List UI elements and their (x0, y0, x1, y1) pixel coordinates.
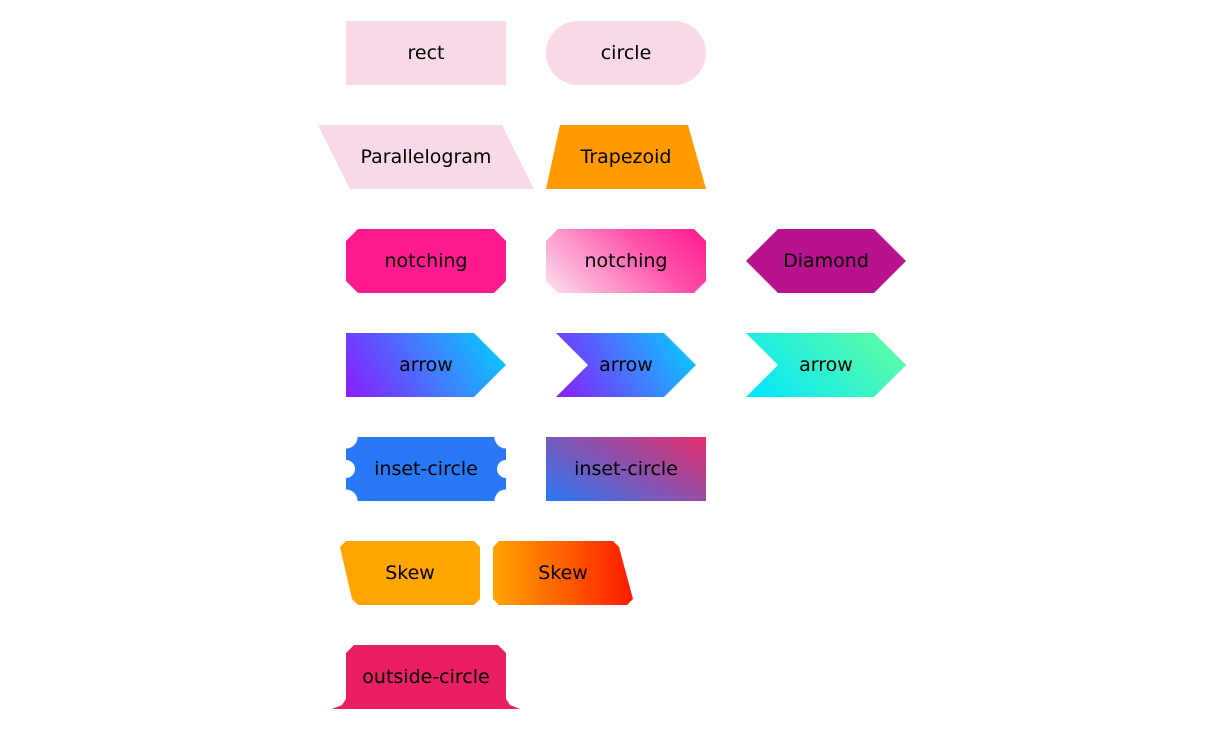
trapezoid-shape: Trapezoid (546, 125, 706, 189)
rect-label: rect (407, 42, 445, 64)
notching-shape-gradient: notching (546, 229, 706, 293)
parallelogram-label: Parallelogram (360, 146, 492, 168)
arrow-shape-1: arrow (346, 333, 506, 397)
diamond-shape: Diamond (746, 229, 906, 293)
arrow-label-2: arrow (599, 354, 653, 376)
inset-circle-shape-solid: inset-circle (337, 437, 515, 501)
notching-label-1: notching (384, 250, 468, 272)
arrow-label-3: arrow (799, 354, 853, 376)
diamond-label: Diamond (783, 250, 869, 272)
outside-circle-shape: outside-circle (332, 645, 520, 709)
notching-shape-solid: notching (346, 229, 506, 293)
outside-circle-label: outside-circle (362, 666, 490, 688)
notching-label-2: notching (584, 250, 668, 272)
inset-circle-label-1: inset-circle (374, 458, 478, 480)
circle-label: circle (600, 42, 652, 64)
circle-shape: circle (546, 21, 706, 85)
skew-label-2: Skew (538, 562, 588, 584)
skew-shape-solid: Skew (340, 541, 480, 605)
trapezoid-label: Trapezoid (580, 146, 672, 168)
skew-label-1: Skew (385, 562, 435, 584)
parallelogram-shape: Parallelogram (318, 125, 534, 189)
rect-shape: rect (346, 21, 506, 85)
inset-circle-label-2: inset-circle (574, 458, 678, 480)
inset-circle-shape-gradient: inset-circle (546, 437, 706, 501)
arrow-label-1: arrow (399, 354, 453, 376)
arrow-shape-3: arrow (746, 333, 906, 397)
skew-shape-gradient: Skew (493, 541, 633, 605)
arrow-shape-2: arrow (556, 333, 696, 397)
